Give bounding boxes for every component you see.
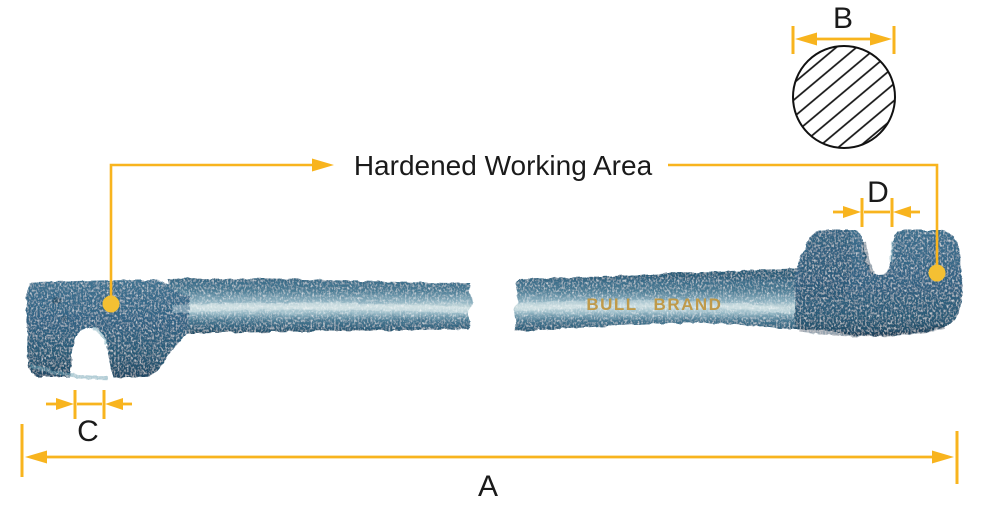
hardened-working-area-callout: Hardened Working Area: [102, 150, 946, 313]
right-shaft-glare-band: [516, 299, 790, 315]
dim-c-arrowhead-left: [56, 398, 74, 410]
leader-arrowhead-left: [312, 158, 334, 172]
left-notch-inner-highlight: [92, 327, 108, 345]
pinch-bar-left-claw-head: [26, 280, 190, 378]
right-notch-inner-highlight: [889, 240, 895, 263]
left-head-dent-small: [61, 315, 67, 321]
right-prong-shade: [800, 230, 853, 300]
dim-a-arrowhead-left: [25, 450, 47, 464]
dim-b-group: B: [791, 2, 896, 149]
right-head-bottom-shadow: [799, 325, 945, 337]
dim-c-label: C: [77, 415, 99, 448]
dim-c-arrowhead-right: [105, 398, 123, 410]
left-head-dent: [52, 297, 62, 305]
pinch-bar-right-shaft: [514, 268, 808, 331]
dim-d-arrowhead-right: [893, 206, 911, 218]
right-notch-inner-shadow: [862, 241, 875, 275]
left-head-bottom-highlight: [30, 364, 109, 380]
leader-dot-left: [102, 295, 120, 313]
dim-a-group: A: [20, 424, 959, 503]
dim-a-label: A: [478, 470, 498, 503]
dim-b-label: B: [833, 2, 853, 35]
leader-line-right: [668, 163, 939, 270]
dim-a-arrowhead-right: [932, 450, 954, 464]
leader-dot-right: [928, 264, 946, 282]
cross-section-circle: [792, 45, 896, 149]
leader-line-left: [109, 163, 318, 304]
dim-c-group: C: [46, 390, 132, 448]
brand-text-brand: BRAND: [654, 295, 723, 314]
hardened-working-area-label: Hardened Working Area: [354, 150, 653, 181]
dim-d-arrowhead-left: [843, 206, 861, 218]
brand-text-bull: BULL: [586, 295, 637, 314]
left-shaft-glare-band: [172, 302, 470, 313]
dim-b-arrowhead-left: [795, 32, 817, 46]
dim-d-group: D: [833, 176, 920, 227]
dim-b-arrowhead-right: [870, 32, 892, 46]
dim-d-label: D: [867, 176, 889, 209]
pinch-bar: [26, 230, 963, 380]
